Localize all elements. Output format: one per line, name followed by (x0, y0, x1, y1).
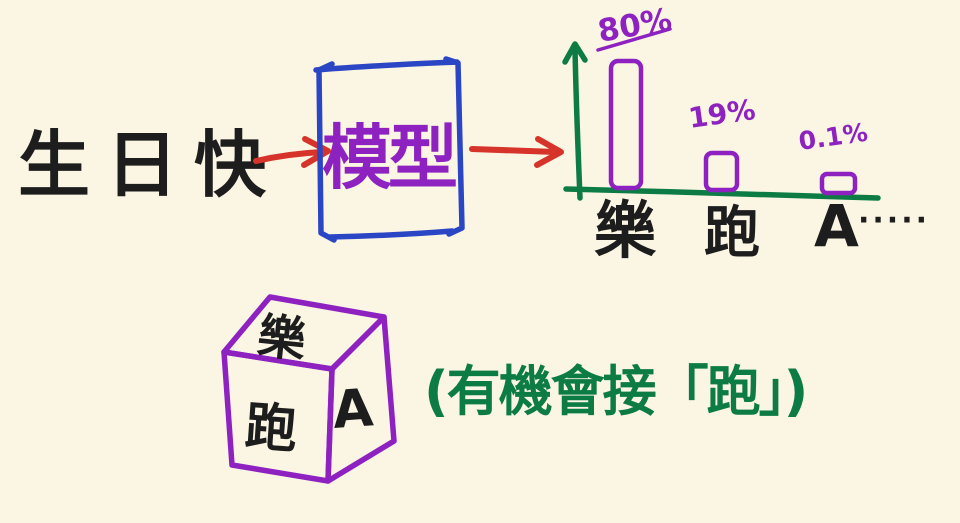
category-label: 樂 (594, 194, 657, 267)
dice-right-face (325, 314, 397, 484)
chart-bars (608, 58, 858, 196)
model-box-bottom-edge (327, 228, 455, 240)
dice-cube (221, 294, 397, 484)
model-box-top-edge (313, 59, 460, 73)
model-box-right-edge (443, 56, 465, 237)
bar-a (819, 171, 858, 196)
chart-axes (562, 41, 881, 201)
bar-value-label: 19% (686, 93, 757, 135)
y-axis-arrow-head (562, 41, 588, 65)
bar-value-label: 80% (595, 2, 674, 50)
dice-front-face-label: 跑 (243, 397, 299, 460)
arrow-right-icon (253, 136, 331, 168)
arrow-right-icon (469, 136, 564, 168)
arrow-shaft (469, 146, 559, 155)
arrow-head (301, 136, 331, 168)
bar-pao (703, 150, 740, 193)
bar-value-label: 0.1% (797, 118, 870, 156)
arrow-head (534, 136, 564, 168)
bar-le (608, 58, 644, 191)
bar-chart: 80% 19% 0.1% 樂 跑 A ····· (562, 2, 930, 267)
category-label: 跑 (704, 201, 760, 266)
arrow-shaft (253, 149, 325, 164)
caption-text: (有機會接「跑」) (424, 360, 806, 423)
dice-top-face-label: 樂 (255, 308, 310, 369)
dice-right-face-label: A (331, 378, 375, 441)
model-box (313, 56, 465, 243)
value-underline (596, 27, 672, 52)
ellipsis-label: ····· (858, 203, 930, 238)
x-axis (563, 186, 881, 201)
input-text: 生日快 (18, 123, 282, 207)
model-label: 模型 (322, 117, 456, 199)
category-label: A (814, 192, 859, 260)
y-axis (572, 45, 583, 201)
